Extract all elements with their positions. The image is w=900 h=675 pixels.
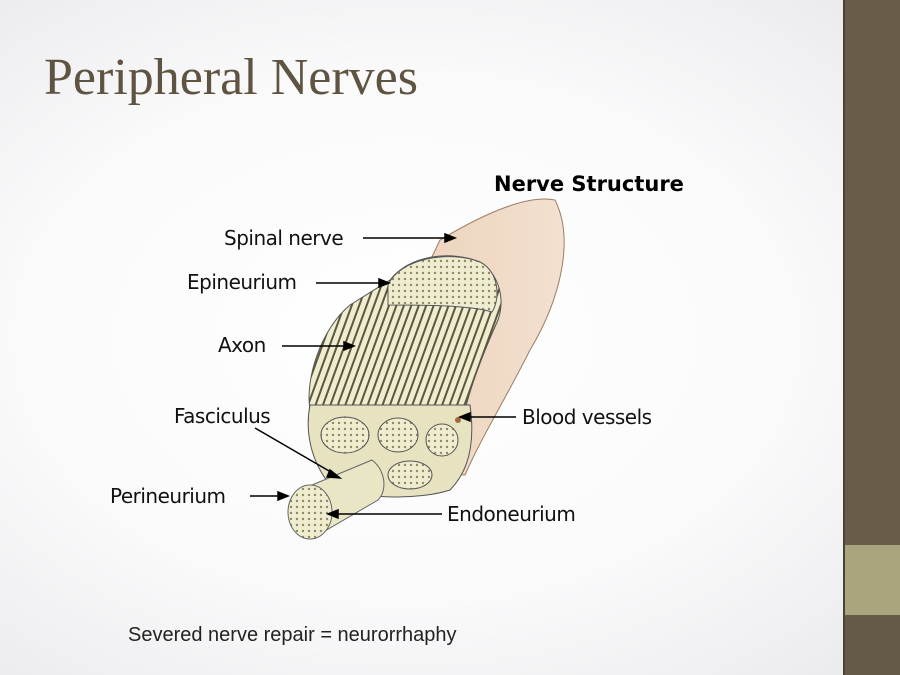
label-spinal-nerve: Spinal nerve bbox=[224, 226, 344, 250]
epineurium-section bbox=[387, 256, 498, 313]
label-axon: Axon bbox=[218, 333, 266, 357]
diagram-heading: Nerve Structure bbox=[494, 172, 684, 196]
label-fasciculus: Fasciculus bbox=[174, 404, 271, 428]
label-endoneurium: Endoneurium bbox=[447, 502, 576, 526]
sidebar-bottom-block bbox=[845, 615, 900, 675]
label-epineurium: Epineurium bbox=[187, 270, 297, 294]
label-perineurium: Perineurium bbox=[110, 484, 226, 508]
slide-sidebar bbox=[843, 0, 900, 675]
slide-title: Peripheral Nerves bbox=[44, 49, 418, 106]
label-arrows bbox=[250, 232, 516, 520]
sidebar-accent-block bbox=[845, 545, 900, 615]
label-blood-vessels: Blood vessels bbox=[522, 405, 652, 429]
perineurium-end bbox=[287, 484, 333, 540]
slide-caption: Severed nerve repair = neurorrhaphy bbox=[128, 624, 457, 646]
